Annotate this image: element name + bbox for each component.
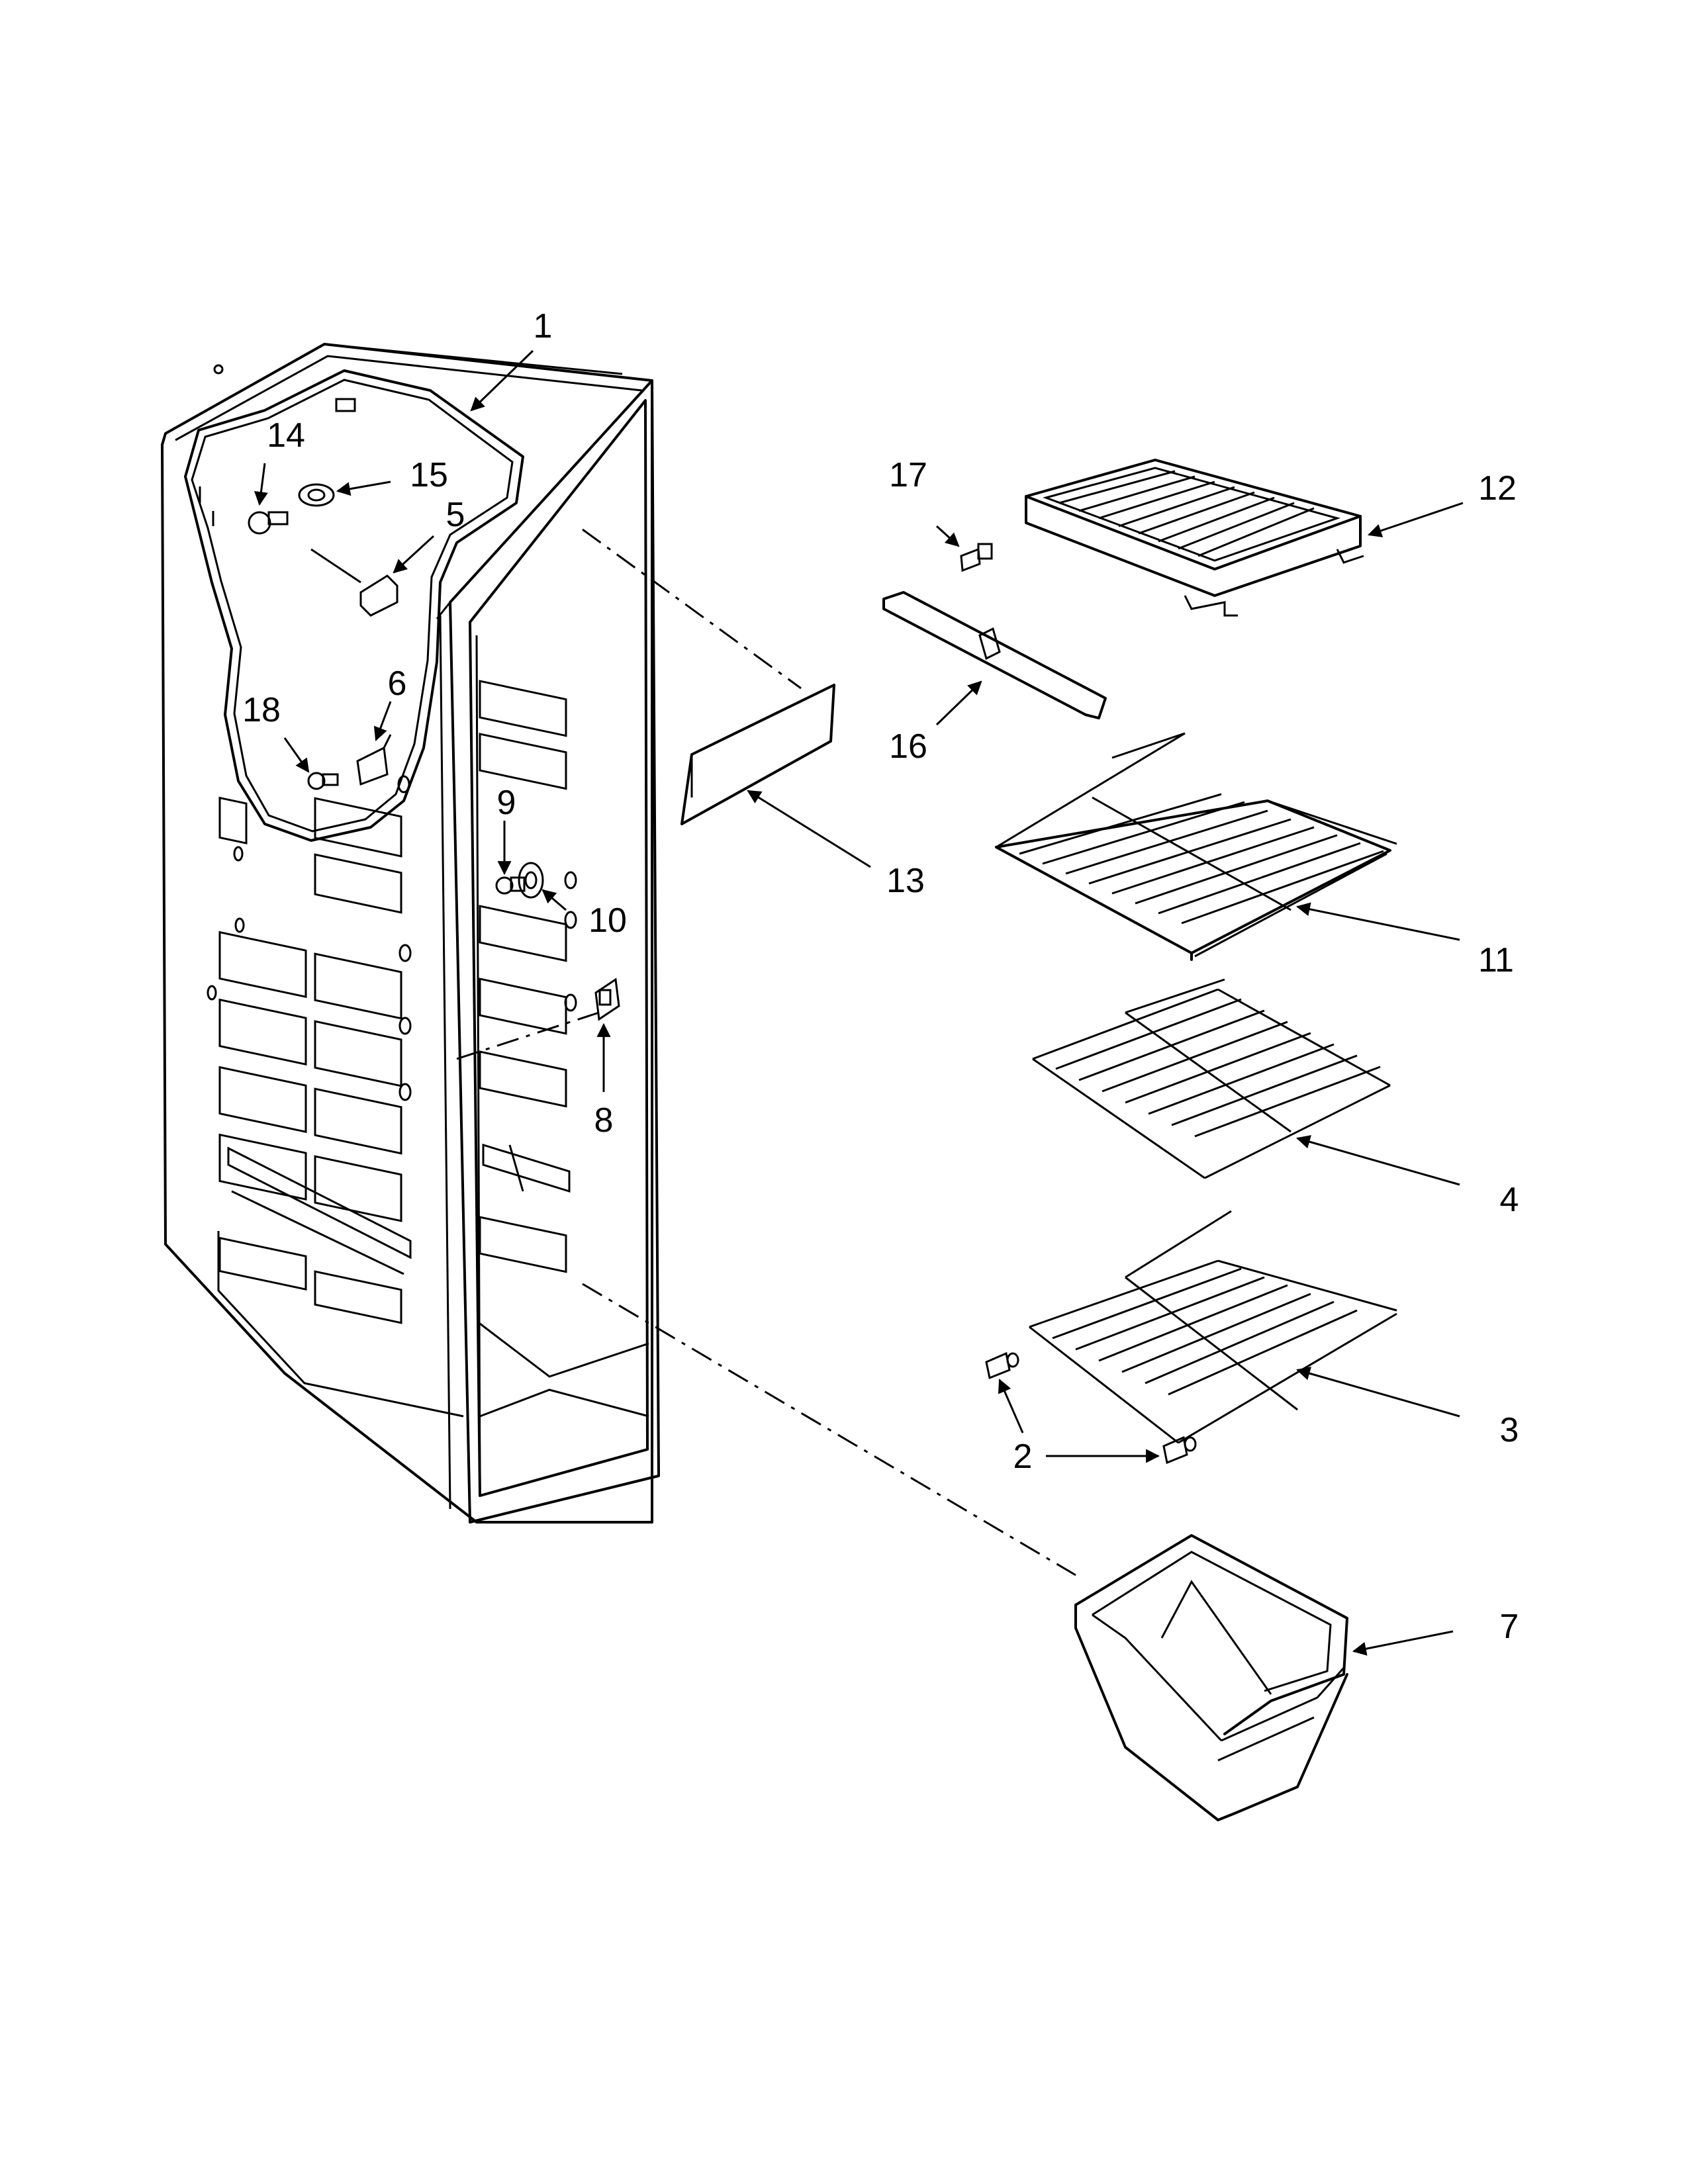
label-part-11: 11: [1478, 941, 1514, 979]
light-bulb: [248, 511, 289, 535]
wire-shelf-middle: [1032, 978, 1391, 1179]
bracket: [356, 734, 392, 786]
wire-shelf-upper: [995, 732, 1397, 961]
label-part-9: 9: [497, 784, 516, 822]
label-part-17: 17: [889, 456, 927, 494]
label-part-1: 1: [534, 307, 553, 345]
label-part-7: 7: [1500, 1608, 1519, 1646]
label-part-15: 15: [410, 456, 448, 494]
light-socket: [298, 483, 335, 507]
screw-18: [307, 772, 339, 790]
slide-out-shelf: [1025, 459, 1364, 617]
shelf-support-rail: [882, 591, 1107, 719]
label-part-8: 8: [594, 1101, 614, 1140]
label-part-16: 16: [889, 727, 927, 766]
wire-shelf-lower-bars: [1052, 1267, 1358, 1411]
shelf-screw: [960, 543, 993, 572]
assembly-leader-lines: [456, 528, 1076, 1576]
wire-shelf-middle-bars: [1055, 998, 1381, 1138]
label-part-2: 2: [1013, 1437, 1033, 1476]
liner-wall-slots: [218, 796, 402, 1324]
label-part-4: 4: [1500, 1181, 1519, 1219]
shelf-bumper-left: [985, 1351, 1019, 1380]
callout-arrows: [254, 349, 1464, 1656]
label-part-14: 14: [267, 416, 305, 455]
ice-bin-support-screw: [495, 876, 526, 895]
label-part-3: 3: [1500, 1411, 1519, 1449]
freezer-bin: [1074, 1534, 1348, 1821]
part-number-labels: 1 14 15 5 6 18 9 10 8 13 17 16 12 11 4 3…: [242, 307, 1519, 1646]
label-part-18: 18: [242, 691, 281, 729]
label-part-10: 10: [588, 901, 627, 940]
wire-shelf-upper-bars: [1019, 793, 1384, 925]
label-part-6: 6: [388, 664, 407, 703]
label-part-12: 12: [1478, 469, 1517, 508]
spacer-10: [518, 862, 544, 899]
inner-wall-slots: [479, 680, 571, 1273]
label-part-13: 13: [886, 862, 925, 900]
light-switch: [310, 548, 399, 617]
clip-8: [594, 978, 620, 1021]
trim-cover: [680, 684, 835, 825]
shelf-bumper-right: [1162, 1435, 1197, 1465]
label-part-5: 5: [446, 496, 465, 534]
freezer-liner-cabinet: [161, 343, 660, 1524]
wire-shelf-lower: [1029, 1210, 1397, 1444]
